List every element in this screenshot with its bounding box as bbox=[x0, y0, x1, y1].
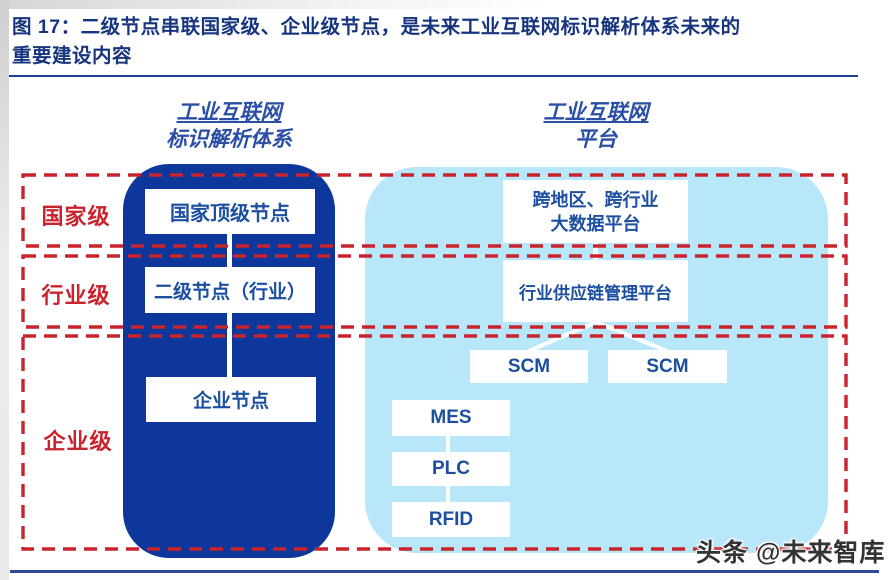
figure-title: 图 17：二级节点串联国家级、企业级节点，是未来工业互联网标识解析体系未来的 重… bbox=[12, 13, 864, 71]
connector-national-secondary bbox=[227, 232, 232, 269]
box-plc: PLC bbox=[392, 452, 510, 486]
box-supply-chain-platform: 行业供应链管理平台 bbox=[503, 260, 688, 322]
level-label-national: 国家级 bbox=[41, 204, 111, 229]
page-edge-left bbox=[0, 0, 9, 580]
connector-secondary-enterprise bbox=[227, 311, 232, 379]
level-label-enterprise: 企业级 bbox=[43, 429, 113, 454]
bottom-divider bbox=[10, 570, 879, 573]
resolution-header-line2: 标识解析体系 bbox=[166, 128, 292, 151]
bigdata-line1: 跨地区、跨行业 bbox=[532, 189, 659, 210]
watermark: 头条 @未来智库 bbox=[696, 539, 886, 567]
node-secondary-industry: 二级节点（行业） bbox=[145, 267, 315, 313]
box-scm-right: SCM bbox=[608, 350, 727, 383]
connector-mes-plc bbox=[446, 436, 450, 453]
figure-title-line2: 重要建设内容 bbox=[12, 45, 133, 67]
level-label-industry: 行业级 bbox=[41, 283, 111, 308]
node-national-top: 国家顶级节点 bbox=[145, 189, 315, 234]
connector-bigdata-supply bbox=[593, 241, 598, 262]
resolution-header-line1: 工业互联网 bbox=[176, 101, 282, 124]
bigdata-line2: 大数据平台 bbox=[550, 213, 641, 234]
connector-plc-rfid bbox=[446, 486, 450, 503]
box-mes: MES bbox=[392, 400, 510, 436]
box-bigdata-platform: 跨地区、跨行业 大数据平台 bbox=[503, 180, 688, 243]
title-divider bbox=[9, 75, 858, 77]
resolution-system-header: 工业互联网 标识解析体系 bbox=[129, 99, 329, 153]
node-enterprise: 企业节点 bbox=[146, 377, 316, 422]
page-edge-top bbox=[0, 0, 891, 9]
box-scm-left: SCM bbox=[470, 350, 588, 383]
platform-header-line1: 工业互联网 bbox=[543, 101, 649, 124]
figure-title-line1: 图 17：二级节点串联国家级、企业级节点，是未来工业互联网标识解析体系未来的 bbox=[12, 16, 741, 38]
box-rfid: RFID bbox=[392, 502, 510, 537]
platform-header: 工业互联网 平台 bbox=[486, 99, 706, 153]
platform-header-line2: 平台 bbox=[575, 128, 617, 151]
